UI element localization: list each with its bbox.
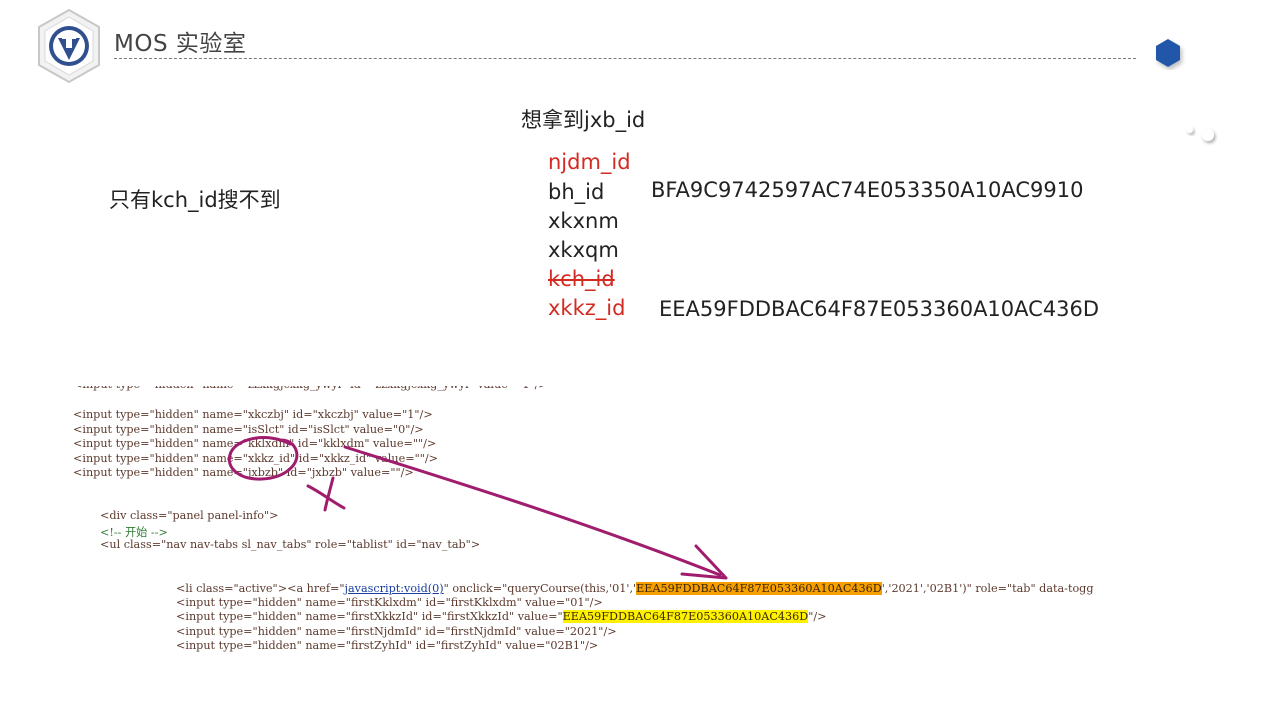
code-line: <input type="hidden" name="isSlct" id="i… [73,423,424,436]
missing-note: 只有kch_id搜不到 [109,188,281,212]
header-divider [114,58,1136,59]
hexagon-badge-icon [1156,39,1180,67]
code-comment: <!-- 开始 --> [100,526,168,539]
code-line: <div class="panel panel-info"> [100,509,279,522]
slide-title: MOS 实验室 [114,31,247,57]
code-token: <input type="hidden" name="firstXkkzId" … [176,610,563,623]
lab-logo [38,8,100,84]
code-token: ','2021','02B1')" role="tab" data-togg [881,582,1094,595]
code-line: <input type="hidden" name="firstKklxdm" … [176,596,603,609]
field-label-xkxnm: xkxnm [548,209,619,233]
code-line: <input type="hidden" name="kklxdm" id="k… [73,437,437,450]
code-link: javascript:void(0) [344,582,444,595]
field-value-xkkz-id: EEA59FDDBAC64F87E053360A10AC436D [659,297,1100,321]
code-line: <input type="hidden" name="xkkz_id" id="… [73,452,439,465]
code-line-first-xkkz-id: <input type="hidden" name="firstXkkzId" … [176,610,827,623]
highlighted-xkkz-id: EEA59FDDBAC64F87E053360A10AC436D [636,582,882,595]
code-line: <input type="hidden" name="zzxkgjcxkg_yw… [73,378,548,391]
code-line: <input type="hidden" name="xkczbj" id="x… [73,408,433,421]
highlighted-first-xkkz-id: EEA59FDDBAC64F87E053360A10AC436D [562,610,809,623]
field-label-kch-id: kch_id [548,267,615,291]
code-line: <ul class="nav nav-tabs sl_nav_tabs" rol… [100,538,481,551]
field-label-xkkz-id: xkkz_id [548,296,626,320]
code-token: "/> [808,610,827,623]
field-label-njdm-id: njdm_id [548,150,631,174]
code-line: <input type="hidden" name="jxbzb" id="jx… [73,466,414,479]
code-line-query-course: <li class="active"><a href="javascript:v… [176,582,1094,595]
code-token: " onclick="queryCourse(this,'01',' [443,582,637,595]
code-line: <input type="hidden" name="firstZyhId" i… [176,639,599,652]
field-label-xkxqm: xkxqm [548,238,619,262]
source-code-snippet: <input type="hidden" name="zzxkgjcxkg_yw… [0,370,1280,670]
decorative-dots-icon [1187,127,1214,141]
target-heading: 想拿到jxb_id [521,108,646,132]
field-label-bh-id: bh_id [548,180,605,204]
code-line: <input type="hidden" name="firstNjdmId" … [176,625,617,638]
code-token: <li class="active"><a href=" [176,582,345,595]
field-value-bh-id: BFA9C9742597AC74E053350A10AC9910 [651,178,1084,202]
